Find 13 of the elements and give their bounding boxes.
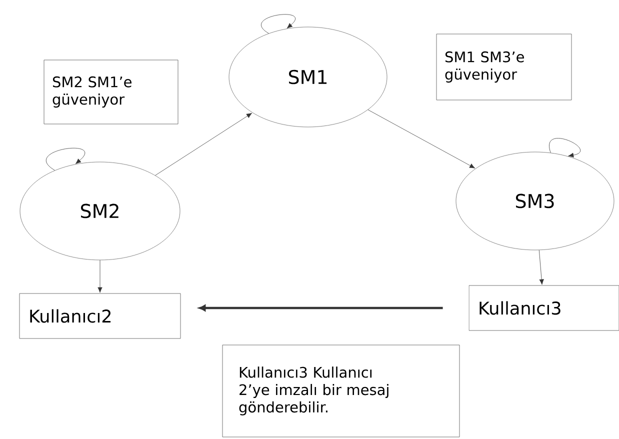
arrow	[261, 14, 296, 34]
note-box: Kullanıcı3 Kullanıcı 2’ye imzalı bir mesaj gönderebilir.	[222, 344, 460, 438]
arrow	[198, 304, 443, 312]
user-box: Kullanıcı3	[468, 285, 619, 331]
arrow	[549, 138, 581, 158]
arrow	[538, 250, 544, 285]
arrow	[155, 112, 252, 176]
note-box: SM2 SM1’e güveniyor	[44, 60, 178, 124]
arrow	[46, 148, 85, 171]
arrow	[368, 110, 476, 168]
note-box: SM1 SM3’e güveniyor	[436, 34, 572, 100]
user-box: Kullanıcı2	[19, 293, 181, 339]
arrow	[98, 260, 102, 293]
